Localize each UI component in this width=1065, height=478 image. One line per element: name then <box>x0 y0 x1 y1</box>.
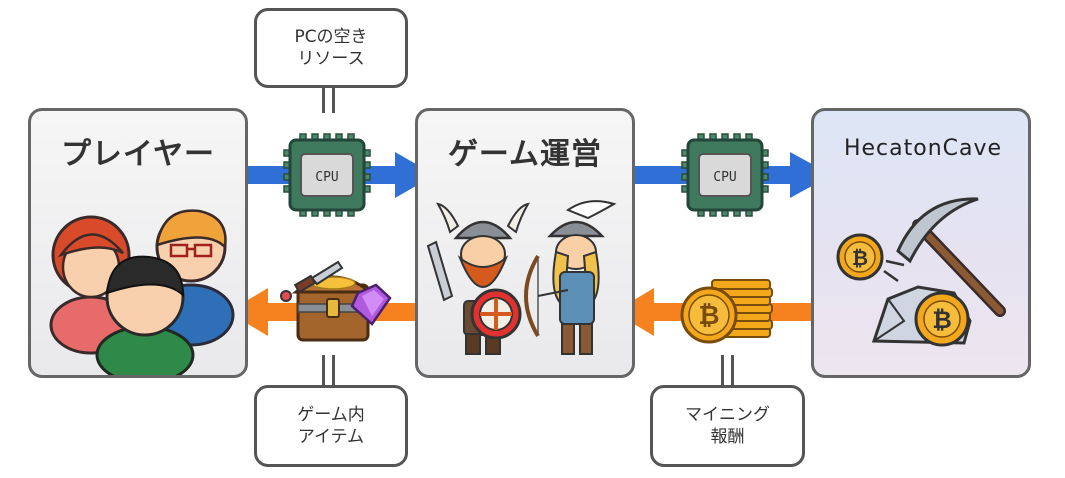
player-panel: プレイヤー <box>28 108 248 378</box>
svg-text:₿: ₿ <box>852 246 868 270</box>
cpu-label-1: CPU <box>315 170 338 185</box>
people-group-icon <box>49 209 235 375</box>
svg-text:₿: ₿ <box>932 306 952 334</box>
game-title: ゲーム運営 <box>447 137 603 172</box>
hecatoncave-logo: HecatonCave <box>843 136 1003 161</box>
cpu-chip-icon <box>681 133 769 217</box>
callout-tail <box>322 355 335 388</box>
player-title: プレイヤー <box>60 137 216 172</box>
svg-text:₿: ₿ <box>698 301 719 331</box>
bitcoin-coin-stack-icon: ₿ <box>680 279 773 344</box>
treasure-chest-icon <box>280 260 392 342</box>
cpu-label-2: CPU <box>713 170 736 185</box>
callout-tail <box>721 355 734 388</box>
bitcoin-pickaxe-icon: ₿ ₿ <box>836 197 1006 347</box>
callout-tail <box>322 85 335 113</box>
resources-callout: PCの空き リソース <box>254 8 408 88</box>
game-panel: ゲーム運営 <box>415 108 635 378</box>
cpu-chip-icon <box>283 133 371 217</box>
cave-panel: HecatonCave ₿ ₿ <box>811 108 1031 378</box>
viking-warriors-icon <box>426 200 617 355</box>
items-callout: ゲーム内 アイテム <box>254 385 408 467</box>
reward-callout: マイニング 報酬 <box>650 385 805 467</box>
